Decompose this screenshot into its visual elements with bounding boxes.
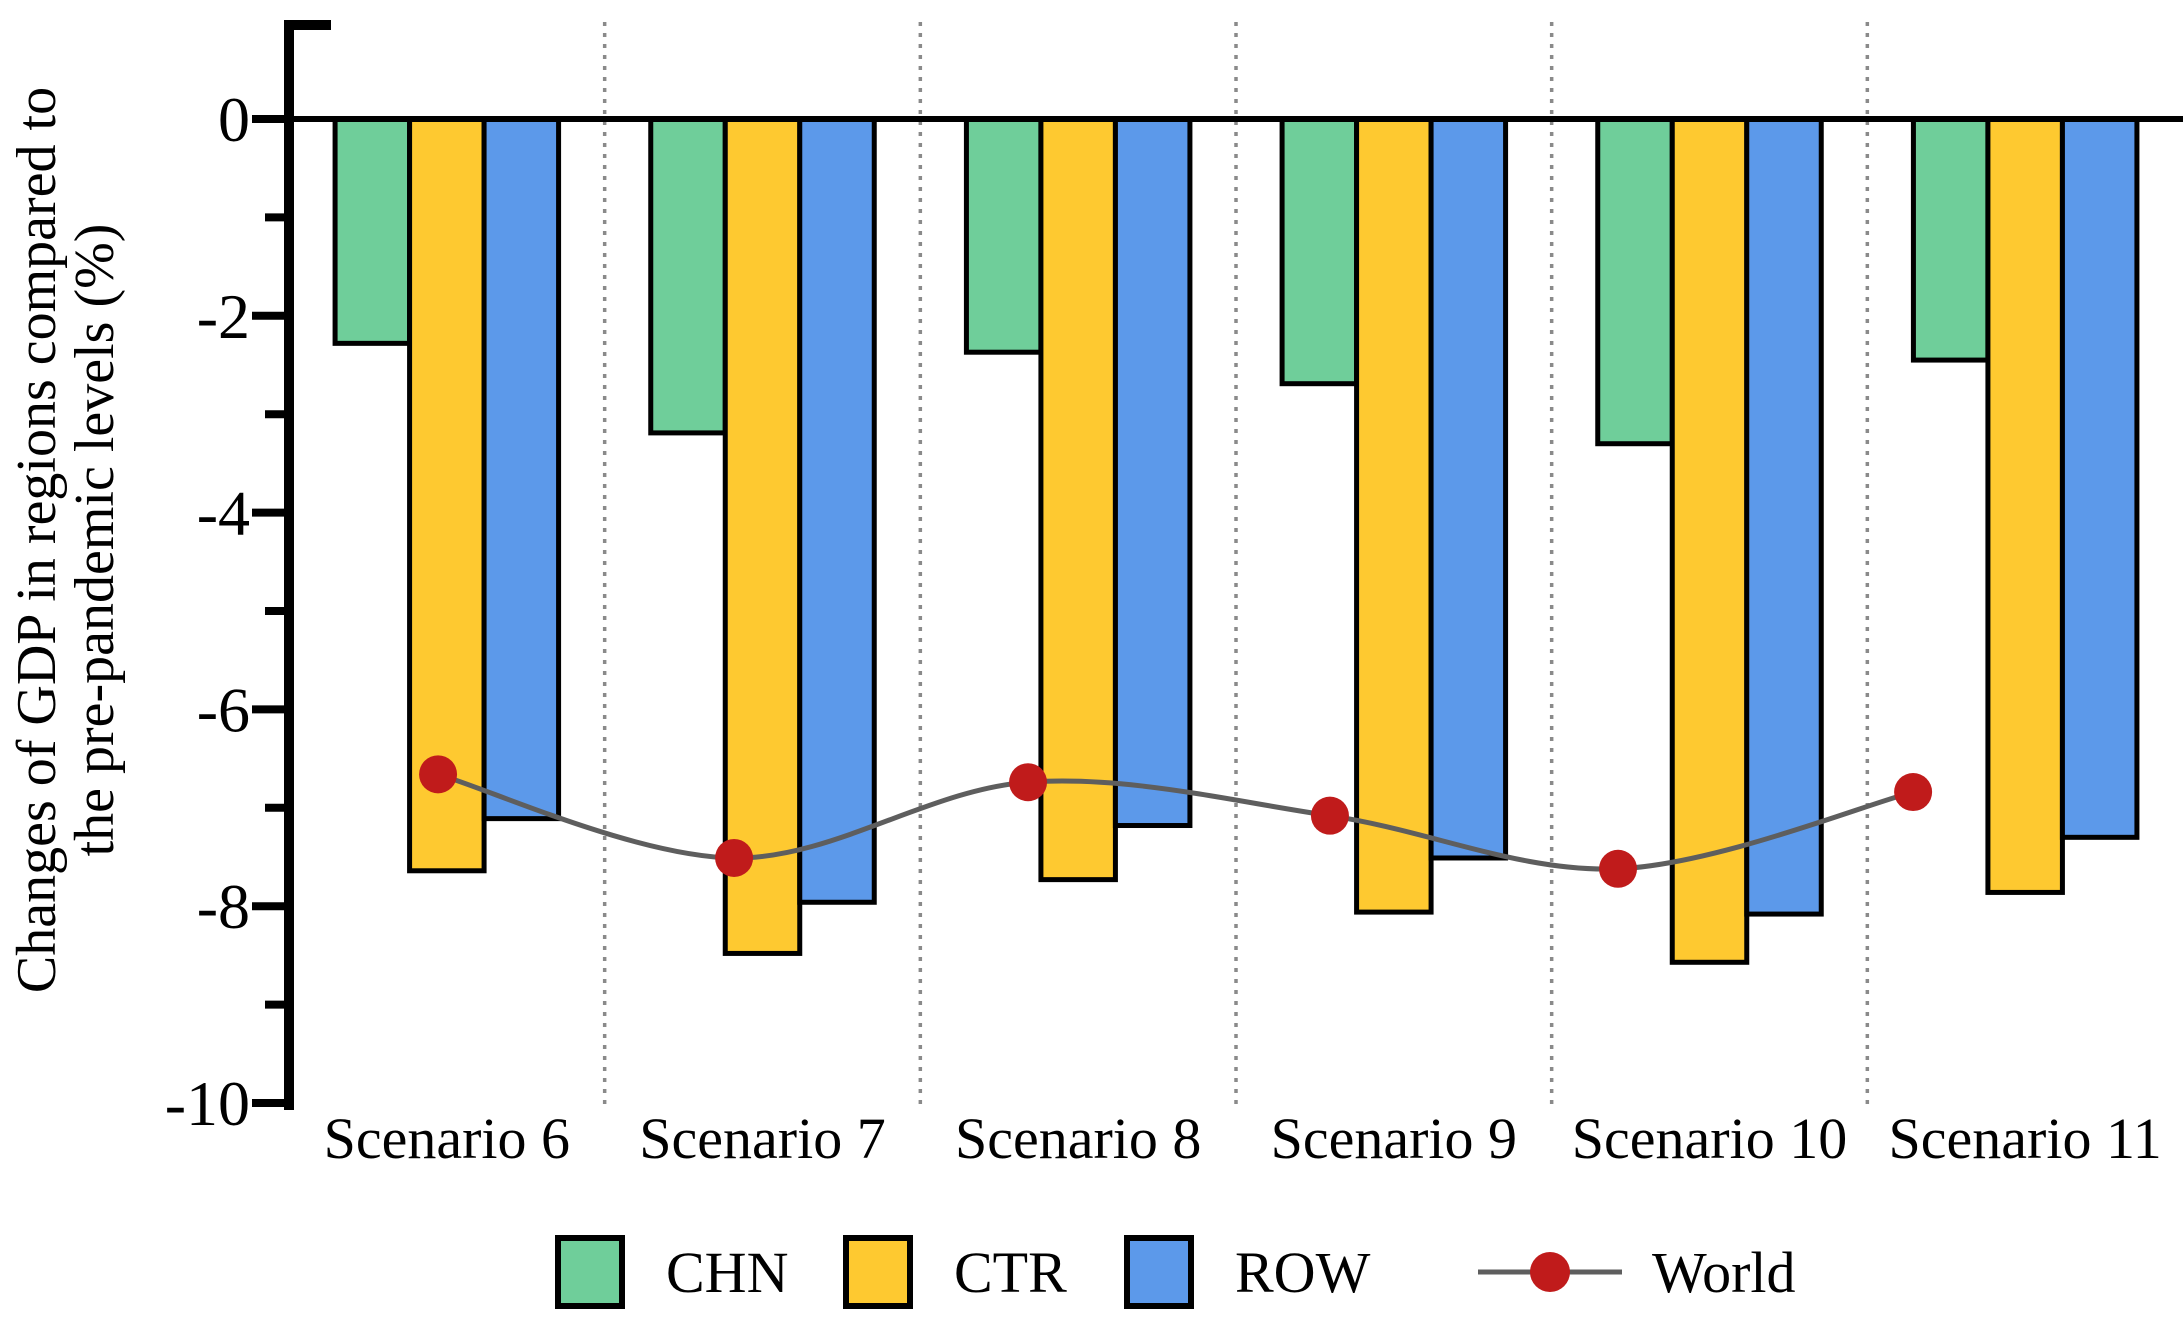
legend-label-chn: CHN: [666, 1240, 788, 1305]
world-line: [437, 771, 1914, 872]
x-category-label: Scenario 11: [1889, 1106, 2162, 1171]
bar-chn-scenario-8: [963, 116, 1044, 355]
legend-label-ctr: CTR: [954, 1240, 1067, 1305]
legend-swatch-row: [1124, 1235, 1194, 1309]
y-tick-label: -2: [197, 281, 250, 352]
legend-label-row: ROW: [1235, 1240, 1371, 1305]
bar-ctr-scenario-8: [1038, 116, 1118, 883]
legend-swatch-chn: [555, 1235, 625, 1309]
world-point-scenario-9: [1310, 796, 1349, 835]
world-point-scenario-7: [715, 838, 754, 877]
y-tick-label: -6: [197, 674, 250, 745]
legend-label-world: World: [1652, 1240, 1796, 1305]
bar-row-scenario-7: [797, 116, 877, 905]
x-category-label: Scenario 8: [955, 1106, 1201, 1171]
y-axis-title-line1: Changes of GDP in regions compared to: [6, 87, 68, 993]
bar-chn-scenario-11: [1910, 116, 1991, 363]
y-tick-label: -4: [197, 478, 250, 549]
bar-chn-scenario-6: [332, 116, 413, 346]
legend-swatch-ctr: [843, 1235, 913, 1309]
y-tick-label: -8: [197, 871, 250, 942]
y-tick-label: -10: [165, 1068, 250, 1139]
y-tick-label: 0: [218, 84, 250, 155]
x-category-label: Scenario 9: [1271, 1106, 1517, 1171]
bar-chn-scenario-7: [648, 116, 728, 436]
bar-row-scenario-10: [1744, 116, 1824, 917]
x-category-label: Scenario 10: [1572, 1106, 1847, 1171]
world-point-scenario-11: [1894, 773, 1933, 812]
bar-row-scenario-6: [481, 116, 562, 822]
x-category-label: Scenario 6: [324, 1106, 570, 1171]
bar-ctr-scenario-9: [1354, 116, 1434, 915]
y-axis-title-line2: the pre-pandemic levels (%): [64, 224, 126, 857]
bar-ctr-scenario-10: [1669, 116, 1750, 965]
bar-ctr-scenario-7: [722, 116, 803, 956]
bar-ctr-scenario-11: [1985, 116, 2065, 895]
bar-row-scenario-11: [2059, 116, 2140, 840]
bar-row-scenario-8: [1112, 116, 1193, 829]
world-point-scenario-10: [1599, 849, 1638, 888]
world-point-scenario-6: [419, 755, 458, 794]
bar-row-scenario-9: [1428, 116, 1509, 861]
x-category-label: Scenario 7: [639, 1106, 885, 1171]
bar-chn-scenario-9: [1279, 116, 1360, 387]
legend-world-dot: [1530, 1252, 1570, 1292]
world-point-scenario-8: [1009, 763, 1048, 802]
bar-chn-scenario-10: [1595, 116, 1675, 447]
